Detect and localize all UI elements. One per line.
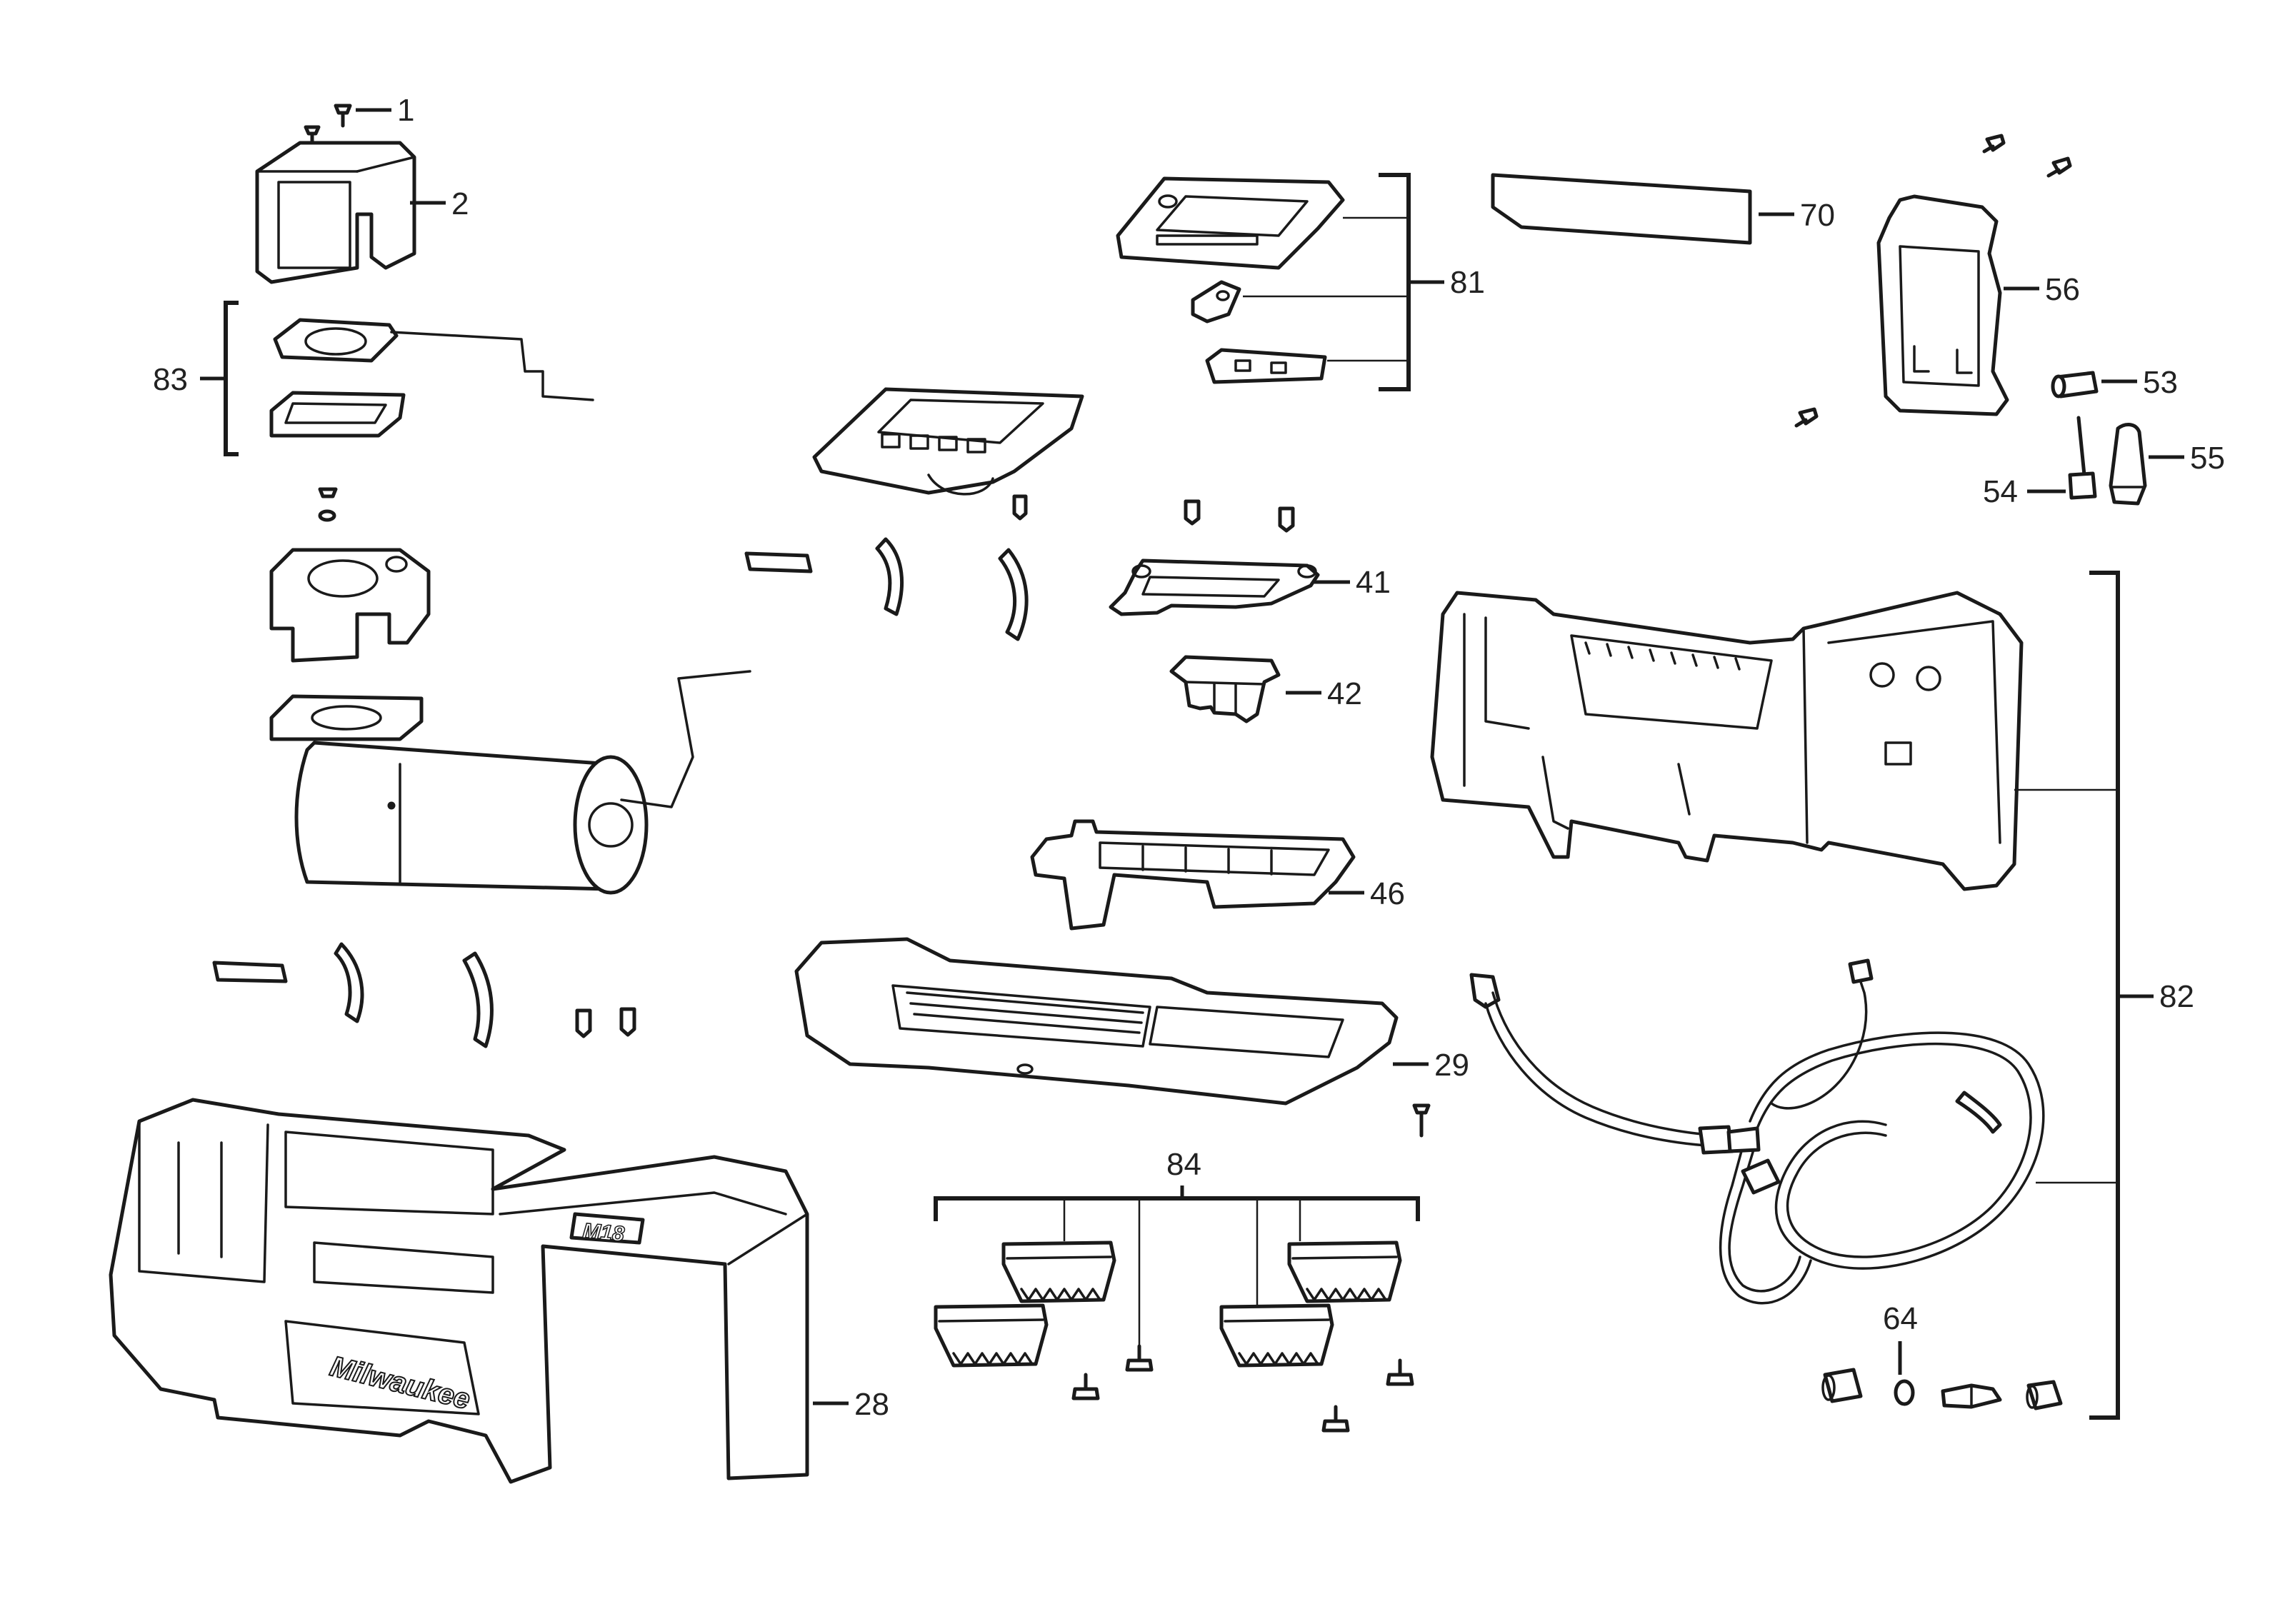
callout-28: 28 <box>854 1387 889 1422</box>
callout-56: 56 <box>2045 272 2080 307</box>
isolator-bar-left <box>212 961 288 983</box>
part-84-foot-4 <box>1219 1303 1334 1368</box>
part-70-label <box>1491 173 1752 245</box>
part-81-display <box>1116 176 1345 270</box>
part-83-frame <box>269 391 406 438</box>
callout-83: 83 <box>153 362 188 397</box>
isolator-curve-center-right <box>998 548 1029 641</box>
callout-82: 82 <box>2159 979 2194 1014</box>
isolator-curve-left <box>334 942 364 1023</box>
motor-assembly <box>269 670 751 895</box>
callout-55: 55 <box>2190 441 2225 476</box>
callout-53: 53 <box>2143 365 2178 400</box>
isolator-curve-center-left <box>875 537 904 616</box>
callout-46: 46 <box>1370 876 1405 911</box>
compressor-head <box>269 548 431 663</box>
part-42-connector <box>1169 655 1281 723</box>
part-56-battery-mount <box>1876 194 2009 416</box>
m18-badge: M18 <box>581 1219 625 1246</box>
callout-29: 29 <box>1434 1048 1469 1083</box>
callout-54: 54 <box>1983 474 2018 509</box>
part-29-base <box>794 937 1399 1106</box>
part-46-tray <box>1030 819 1356 931</box>
part-53-adapter <box>2051 371 2099 399</box>
part-28-housing <box>109 1098 809 1484</box>
bracket-81 <box>1379 173 1411 391</box>
bracket-84 <box>934 1196 1420 1221</box>
part-81-connector <box>1205 348 1327 384</box>
part-83-fan-assembly <box>273 318 594 401</box>
part-54-inflation-needle <box>2068 416 2097 500</box>
callout-70: 70 <box>1800 198 1835 233</box>
isolator-curve-right <box>462 951 494 1048</box>
callout-84: 84 <box>1166 1147 1201 1182</box>
screw-pcb <box>1012 494 1028 521</box>
callout-1: 1 <box>397 93 414 128</box>
callout-64: 64 <box>1883 1301 1918 1336</box>
part-55-cone-nozzle <box>2109 423 2147 506</box>
part-84-screws <box>1071 1344 1414 1433</box>
screw-29 <box>1412 1103 1431 1138</box>
part-64-fittings <box>1821 1368 2063 1410</box>
part-1-screw <box>304 104 352 148</box>
callout-42: 42 <box>1327 676 1362 711</box>
part-84-foot-3 <box>1287 1240 1402 1303</box>
small-screw-washer <box>318 487 338 522</box>
pcb-board <box>812 387 1084 496</box>
part-84-foot-2 <box>934 1303 1049 1368</box>
bracket-83 <box>224 301 239 456</box>
screws-41 <box>1184 499 1295 533</box>
part-41-bracket <box>1109 558 1320 616</box>
part-2-top-cover <box>255 141 416 284</box>
screws-56 <box>1794 134 2072 428</box>
bar-center <box>744 551 813 573</box>
air-hose-assembly <box>1469 958 2045 1305</box>
callout-81: 81 <box>1450 265 1485 300</box>
callout-2: 2 <box>451 186 469 221</box>
screws-pair <box>575 1007 636 1038</box>
callout-41: 41 <box>1356 565 1391 600</box>
part-82-housing <box>1430 591 2024 891</box>
bracket-82 <box>2089 571 2120 1420</box>
part-84-foot-1 <box>1001 1240 1116 1303</box>
part-81-button <box>1191 280 1241 324</box>
